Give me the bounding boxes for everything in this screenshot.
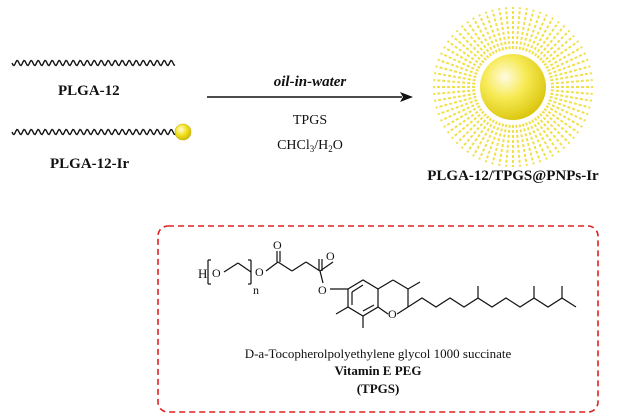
corona-ray xyxy=(435,65,477,79)
corona-ray xyxy=(550,92,592,102)
corona-ray xyxy=(546,52,586,72)
corona-ray xyxy=(443,105,481,128)
atom-o-ring: O xyxy=(388,307,397,321)
tpgs-common-name: Vitamin E PEG xyxy=(335,363,422,378)
corona-ray xyxy=(491,9,505,51)
corona-ray xyxy=(446,40,483,67)
corona-ray xyxy=(472,119,495,157)
corona-ray xyxy=(525,122,542,163)
corona-ray xyxy=(437,99,478,116)
corona-ray xyxy=(549,65,591,79)
product-label: PLGA-12/TPGS@PNPs-Ir xyxy=(427,168,599,184)
corona-ray xyxy=(434,92,476,102)
corona-ray xyxy=(498,124,508,166)
corona-ray xyxy=(545,105,583,128)
corona-ray xyxy=(484,122,501,163)
corona-ray xyxy=(539,29,571,61)
corona-ray xyxy=(455,113,487,145)
corona-ray xyxy=(541,110,575,140)
corona-ray xyxy=(550,79,593,85)
arrowhead xyxy=(400,92,413,102)
corona-ray xyxy=(451,34,485,64)
plga-ir-label: PLGA-12-Ir xyxy=(50,156,129,172)
corona-ray xyxy=(525,11,542,52)
plga-label: PLGA-12 xyxy=(58,83,120,99)
corona-ray xyxy=(484,11,501,52)
corona-ray xyxy=(543,40,580,67)
corona-ray xyxy=(440,102,480,122)
tpgs-structure xyxy=(207,251,577,328)
corona-ray xyxy=(460,115,490,149)
corona-ray xyxy=(440,52,480,72)
corona-ray xyxy=(536,115,566,149)
corona-ray xyxy=(455,29,487,61)
tpgs-abbreviation: (TPGS) xyxy=(357,381,400,396)
corona-ray xyxy=(531,17,554,55)
corona-ray xyxy=(548,99,589,116)
corona-ray xyxy=(451,110,485,140)
corona-ray xyxy=(466,20,493,57)
atom-o-ester2: O xyxy=(318,283,327,297)
atom-o-carbonyl2: O xyxy=(326,249,335,263)
corona-ray xyxy=(498,8,508,50)
corona-ray xyxy=(521,9,535,51)
condition-surfactant: TPGS xyxy=(293,113,327,128)
corona-ray xyxy=(505,7,511,50)
corona-ray xyxy=(539,113,571,145)
corona-ray xyxy=(435,95,477,109)
tpgs-atom-labels: H O n O O O O O xyxy=(198,238,397,321)
repeat-n: n xyxy=(253,283,259,297)
corona-ray xyxy=(521,123,535,165)
condition-method: oil-in-water xyxy=(274,74,347,90)
corona-ray xyxy=(533,117,560,154)
tpgs-dashed-box xyxy=(157,225,599,413)
tpgs-full-name: D-a-Tocopherolpolyethylene glycol 1000 s… xyxy=(245,346,512,361)
corona-ray xyxy=(434,72,476,82)
corona-ray xyxy=(505,124,511,167)
atom-o-ester1: O xyxy=(255,265,264,279)
plga-chain xyxy=(11,59,176,67)
corona-ray xyxy=(528,120,548,160)
corona-ray xyxy=(478,120,498,160)
corona-ray xyxy=(550,72,592,82)
corona-ray xyxy=(518,124,528,166)
plga-ir-chain xyxy=(11,128,177,136)
corona-ray xyxy=(433,79,476,85)
corona-ray xyxy=(491,123,505,165)
nanoparticle-core xyxy=(480,54,546,120)
corona-ray xyxy=(543,107,580,134)
corona-ray xyxy=(541,34,575,64)
corona-ray xyxy=(515,7,521,50)
corona-ray xyxy=(550,89,593,95)
corona-ray xyxy=(545,46,583,69)
corona-ray xyxy=(549,95,591,109)
ptgs-corona-rays xyxy=(433,7,593,167)
atom-h: H xyxy=(198,266,207,281)
corona-ray xyxy=(446,107,483,134)
corona-ray xyxy=(546,102,586,122)
corona-ray xyxy=(472,17,495,55)
corona-ray xyxy=(443,46,481,69)
corona-ray xyxy=(531,119,554,157)
atom-o-peg: O xyxy=(212,266,221,280)
corona-ray xyxy=(528,14,548,54)
corona-ray xyxy=(433,89,476,95)
corona-ray xyxy=(518,8,528,50)
iridium-complex-bead xyxy=(174,123,192,141)
corona-ray xyxy=(515,124,521,167)
corona-ray xyxy=(533,20,560,57)
corona-ray xyxy=(437,58,478,75)
corona-ray xyxy=(466,117,493,154)
condition-solvent: CHCl3/H2O xyxy=(277,138,343,154)
corona-ray xyxy=(548,58,589,75)
corona-ray xyxy=(536,25,566,59)
atom-o-carbonyl1: O xyxy=(273,238,282,252)
corona-ray xyxy=(478,14,498,54)
corona-ray xyxy=(460,25,490,59)
